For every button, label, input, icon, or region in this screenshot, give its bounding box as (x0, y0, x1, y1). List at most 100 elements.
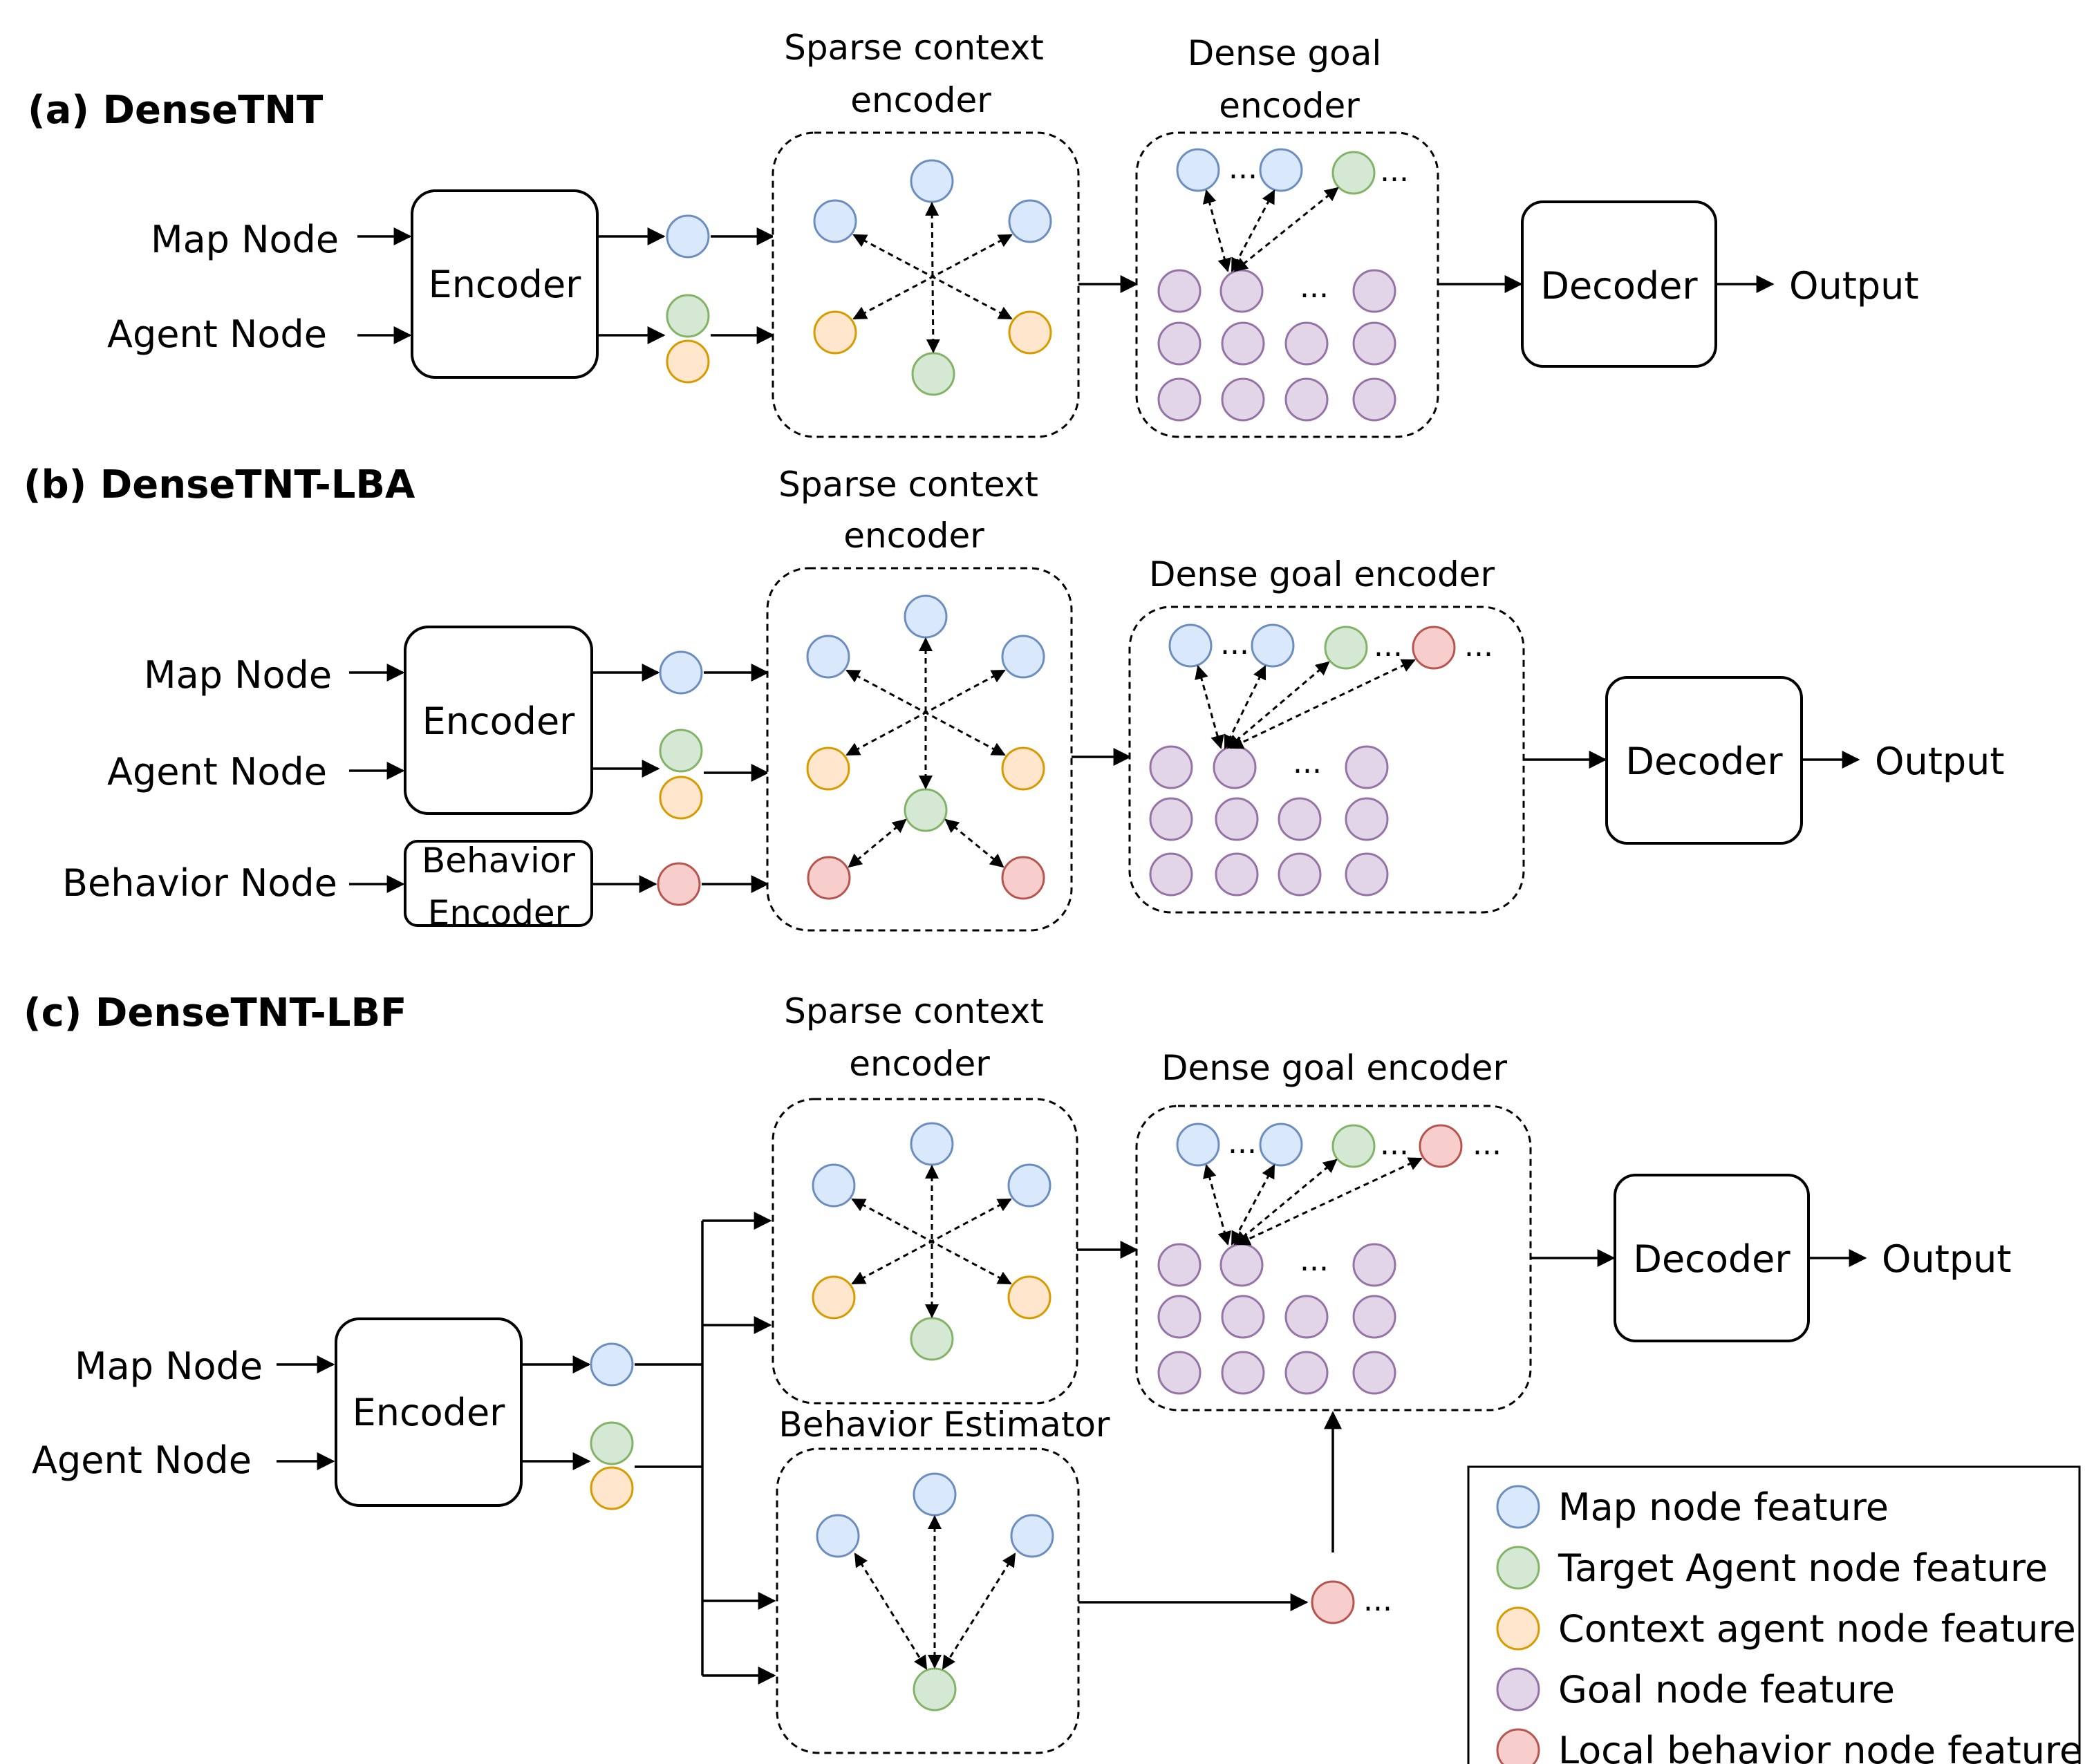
context-agent-node-feature (590, 1466, 634, 1510)
map-node-feature (1176, 148, 1220, 192)
ellipsis: ... (1380, 1127, 1409, 1162)
output-label: Output (1789, 264, 1919, 308)
goal-node-feature (1284, 377, 1329, 422)
map-node-feature (1001, 635, 1045, 679)
dense-title-2: encoder (1219, 86, 1360, 126)
map-node-feature (666, 214, 710, 259)
legend-label: Local behavior node feature (1558, 1729, 2082, 1764)
map-node-feature (904, 594, 948, 639)
legend-label: Map node feature (1558, 1485, 1889, 1529)
goal-node-feature (1352, 321, 1396, 366)
map-node-feature (1259, 1123, 1303, 1167)
goal-node-feature (1157, 1243, 1202, 1287)
encoder-box (404, 626, 593, 815)
behavior-estimator-title: Behavior Estimator (778, 1405, 1110, 1445)
sparse-title-2: encoder (843, 516, 984, 556)
ellipsis: ... (1374, 628, 1403, 664)
map-node-feature (812, 1163, 856, 1208)
map-node-feature (659, 650, 703, 695)
target-agent-node-feature (911, 352, 955, 396)
context-agent-node-feature (666, 339, 710, 384)
goal-node-feature (1352, 1351, 1396, 1395)
panel-b: (b) DenseTNT-LBA Map Node Agent Node Beh… (24, 462, 2005, 933)
attention-edge (1203, 1164, 1231, 1246)
context-agent-node-feature (659, 776, 703, 820)
map-node-feature (910, 1122, 954, 1166)
ellipsis: ... (1220, 626, 1249, 662)
panel-b-title: (b) DenseTNT-LBA (24, 462, 415, 507)
sparse-title-1: Sparse context (778, 465, 1038, 505)
decoder-label: Decoder (1633, 1237, 1791, 1281)
map-node-feature (1176, 1123, 1220, 1167)
behavior-encoder-label-2: Encoder (428, 893, 570, 933)
context-agent-node-feature (806, 747, 850, 791)
ellipsis: ... (1300, 270, 1329, 305)
map-node-label: Map Node (151, 218, 339, 261)
goal-node-feature (1157, 269, 1202, 313)
ellipsis: ... (1363, 1583, 1392, 1618)
map-node-feature (1007, 1163, 1051, 1208)
legend-label: Context agent node feature (1558, 1607, 2076, 1651)
goal-node-feature (1284, 321, 1329, 366)
context-agent-node-feature (1007, 1275, 1051, 1320)
goal-node-feature (1284, 1295, 1329, 1339)
local-behavior-node-feature (1001, 856, 1045, 900)
attention-edge (1202, 189, 1232, 272)
target-agent-node-feature (904, 788, 948, 832)
dense-title: Dense goal encoder (1149, 554, 1495, 594)
map-node-feature (1008, 199, 1052, 243)
panel-a-title: (a) DenseTNT (28, 88, 323, 133)
agent-node-label: Agent Node (107, 312, 327, 356)
target-agent-node-feature (659, 729, 703, 773)
target-agent-node-feature (1331, 151, 1376, 195)
goal-node-feature (1352, 377, 1396, 422)
attention-edge (845, 669, 1006, 756)
local-behavior-node-feature (1419, 1124, 1463, 1168)
goal-node-feature (1221, 1295, 1265, 1339)
attention-edge (942, 1552, 1016, 1670)
target-agent-node-feature (913, 1667, 957, 1711)
attention-edge (851, 1198, 1012, 1285)
goal-node-feature (1219, 1243, 1264, 1287)
map-node-feature (913, 1472, 957, 1517)
goal-node-feature (1149, 797, 1193, 841)
attention-edge (852, 234, 1013, 320)
goal-node-feature (1352, 269, 1396, 313)
legend-item: Local behavior node feature (1496, 1728, 2082, 1764)
goal-node-feature (1219, 269, 1264, 313)
legend-swatch (1496, 1667, 1540, 1711)
ellipsis: ... (1300, 1243, 1329, 1278)
goal-node-feature (1213, 745, 1257, 789)
attention-edge (1229, 659, 1416, 749)
goal-node-feature (1278, 852, 1322, 897)
goal-node-feature (1345, 852, 1389, 897)
attention-edge (848, 818, 907, 868)
sparse-title-1: Sparse context (784, 991, 1044, 1031)
legend-item: Context agent node feature (1496, 1606, 2076, 1651)
map-node-feature (1010, 1514, 1054, 1558)
panel-c-title: (c) DenseTNT-LBF (24, 991, 406, 1035)
encoder-label: Encoder (422, 700, 576, 743)
map-node-feature (590, 1342, 634, 1387)
context-agent-node-feature (1008, 310, 1052, 355)
context-agent-node-feature (1001, 747, 1045, 791)
legend-label: Target Agent node feature (1558, 1546, 2048, 1590)
attention-edge (1233, 187, 1339, 272)
ellipsis: ... (1228, 1125, 1257, 1161)
goal-node-feature (1284, 1351, 1329, 1395)
goal-node-feature (1221, 1351, 1265, 1395)
legend-box (1467, 1465, 2081, 1764)
attention-edge (1236, 1157, 1423, 1246)
encoder-box (335, 1317, 523, 1507)
goal-node-feature (1345, 745, 1389, 789)
dense-title: Dense goal encoder (1161, 1048, 1507, 1088)
context-agent-node-feature (813, 310, 857, 355)
map-node-feature (1259, 148, 1303, 192)
goal-node-feature (1157, 377, 1202, 422)
legend-item: Target Agent node feature (1496, 1546, 2048, 1590)
goal-node-feature (1215, 852, 1259, 897)
map-node-feature (813, 199, 857, 243)
